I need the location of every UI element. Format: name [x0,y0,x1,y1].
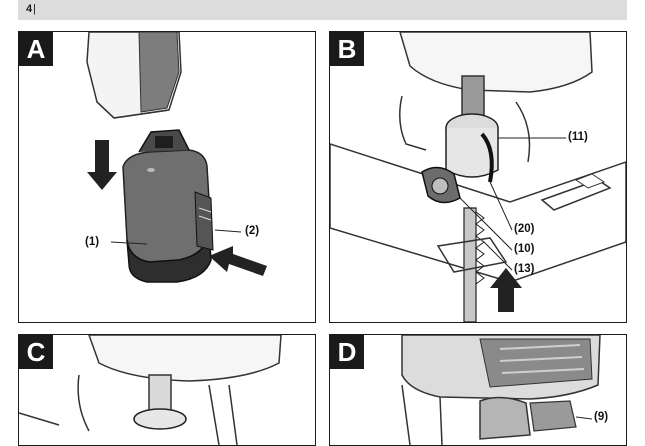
page-number: 4| [26,3,36,15]
saw-blade-release-illustration [19,335,282,445]
callout-9: (9) [594,411,609,423]
insert-blade-arrow-icon [490,268,522,312]
figure-d: D (9) [329,334,627,446]
saw-blade-insertion-illustration [330,32,626,322]
figure-c: C [18,334,316,446]
insert-direction-arrow-icon [87,140,117,190]
callout-10: (10) [514,243,535,255]
press-latch-arrow-icon [209,246,267,276]
callout-20: (20) [514,223,535,235]
figure-letter-b: B [330,32,364,66]
tool-housing-illustration [401,335,601,445]
figure-letter-c: C [19,335,53,369]
figure-b: B (11) (20) (10) (13) [329,31,627,323]
callout-1: (1) [85,236,100,248]
header-bar: 4| [18,0,627,20]
battery-insertion-illustration [86,32,267,283]
callout-11: (11) [568,131,588,143]
figure-letter-d: D [330,335,364,369]
figure-a: A (1) (2) [18,31,316,323]
figure-letter-a: A [19,32,53,66]
callout-2: (2) [245,225,260,237]
callout-13: (13) [514,263,535,275]
